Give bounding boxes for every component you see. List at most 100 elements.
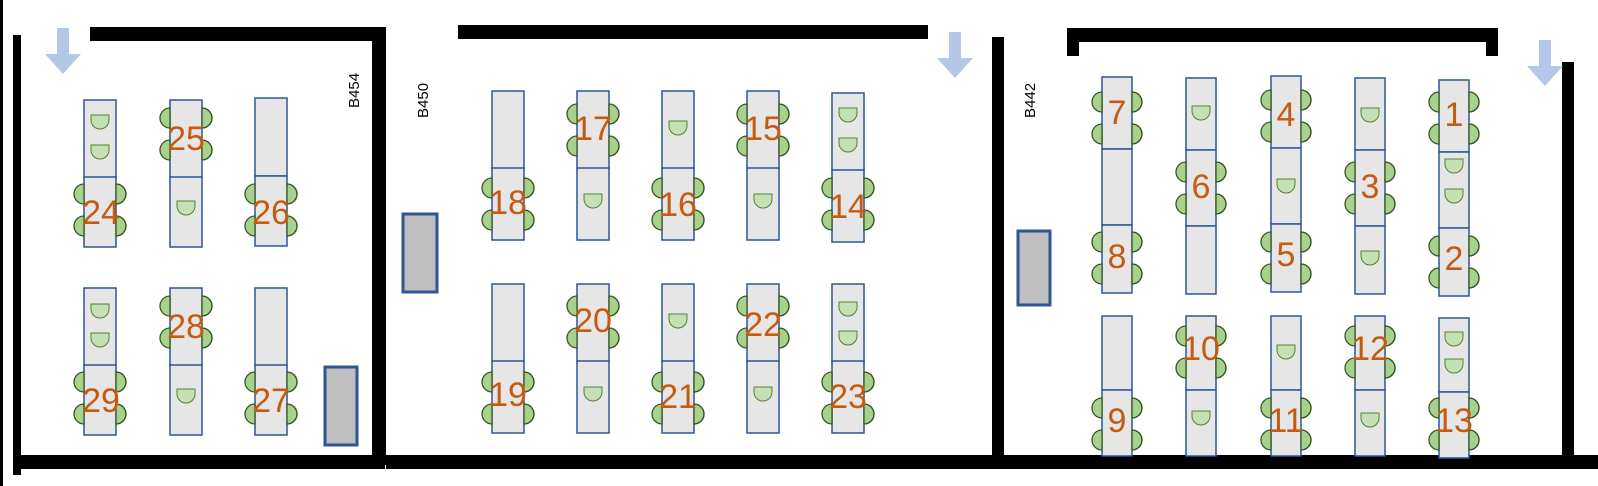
cabinet <box>1016 229 1052 307</box>
desk <box>83 99 117 179</box>
chair-icon <box>1344 193 1356 215</box>
desks: 2425262728291415161718192021222312345678… <box>73 75 1480 459</box>
seat-number: 14 <box>829 188 867 226</box>
seat-number: 13 <box>1435 402 1473 440</box>
chair-icon <box>821 209 833 231</box>
desk <box>661 167 695 241</box>
wall <box>458 25 928 39</box>
chair-icon <box>1428 91 1440 113</box>
chair-icon <box>73 215 85 237</box>
chair-icon <box>1091 231 1103 253</box>
wall <box>372 27 386 465</box>
chair-icon <box>1468 267 1480 289</box>
seat-number: 11 <box>1268 402 1303 440</box>
wall <box>1562 62 1574 467</box>
cabinet <box>323 365 359 447</box>
seat-icon <box>838 137 858 153</box>
chair-icon <box>159 295 171 317</box>
seat-number: 5 <box>1277 236 1296 274</box>
seat-number: 16 <box>659 186 697 224</box>
chair-icon <box>651 177 663 199</box>
seat-number: 2 <box>1445 240 1464 278</box>
seat-number: 21 <box>659 378 697 416</box>
wall <box>90 27 386 41</box>
cabinet <box>401 212 439 294</box>
chair-icon <box>651 209 663 231</box>
seat-icon <box>1444 188 1464 204</box>
desk <box>1185 149 1217 227</box>
desk <box>491 283 525 363</box>
seat-icon <box>753 193 773 209</box>
chair-icon <box>1091 397 1103 419</box>
seat-number: 3 <box>1361 168 1380 206</box>
desk <box>1438 391 1470 459</box>
seat-icon <box>1360 250 1380 266</box>
seat-number: 1 <box>1445 96 1464 134</box>
chair-icon <box>1175 325 1187 347</box>
wall <box>1067 28 1079 56</box>
chair-icon <box>1344 161 1356 183</box>
chair-icon <box>1175 193 1187 215</box>
chair-icon <box>821 177 833 199</box>
chair-icon <box>736 295 748 317</box>
seat-icon <box>1444 331 1464 347</box>
chair-icon <box>1260 429 1272 451</box>
seat-icon <box>668 313 688 329</box>
chair-icon <box>566 103 578 125</box>
chair-icon <box>73 183 85 205</box>
room-label-b450: B450 <box>415 83 432 118</box>
chair-icon <box>1131 263 1143 285</box>
wall <box>13 35 21 475</box>
chair-icon <box>159 107 171 129</box>
seat-icon <box>90 114 110 130</box>
desk <box>254 287 288 367</box>
seat-icon <box>668 120 688 136</box>
desk <box>576 90 610 170</box>
desk <box>83 287 117 367</box>
seat-icon <box>1276 178 1296 194</box>
chair-icon <box>1428 267 1440 289</box>
seat-icon <box>1360 412 1380 428</box>
chair-icon <box>1131 91 1143 113</box>
seat-number: 17 <box>574 110 612 148</box>
desk <box>491 167 525 241</box>
chair-icon <box>1428 235 1440 257</box>
chair-icon <box>1384 193 1396 215</box>
chair-icon <box>481 177 493 199</box>
seat-number: 26 <box>252 194 290 232</box>
seat-number: 7 <box>1108 94 1127 132</box>
chair-icon <box>1300 231 1312 253</box>
desk <box>1438 227 1470 297</box>
desk <box>1101 76 1133 150</box>
desk <box>831 283 865 363</box>
seat-icon <box>583 386 603 402</box>
seat-number: 23 <box>829 378 867 416</box>
chair-icon <box>1300 263 1312 285</box>
seat-number: 20 <box>574 302 612 340</box>
desk <box>746 90 780 170</box>
cabinets <box>323 212 1052 447</box>
chair-icon <box>1091 123 1103 145</box>
seat-number: 4 <box>1277 96 1296 134</box>
chair-icon <box>1468 123 1480 145</box>
wall <box>386 455 994 469</box>
desk <box>1185 315 1217 391</box>
seat-number: 9 <box>1108 402 1127 440</box>
room-label-b442: B442 <box>1022 83 1039 118</box>
chair-icon <box>159 139 171 161</box>
chair-icon <box>1300 89 1312 111</box>
chair-icon <box>1175 357 1187 379</box>
seat-icon <box>176 388 196 404</box>
chair-icon <box>1131 397 1143 419</box>
chair-icon <box>1260 263 1272 285</box>
desk <box>254 97 288 177</box>
chair-icon <box>651 371 663 393</box>
seat-icon <box>838 301 858 317</box>
chair-icon <box>1428 123 1440 145</box>
desk <box>1185 225 1217 295</box>
desk <box>491 360 525 434</box>
chair-icon <box>1215 161 1227 183</box>
seat-icon <box>1276 344 1296 360</box>
desk <box>1438 79 1470 153</box>
chair-icon <box>1131 429 1143 451</box>
